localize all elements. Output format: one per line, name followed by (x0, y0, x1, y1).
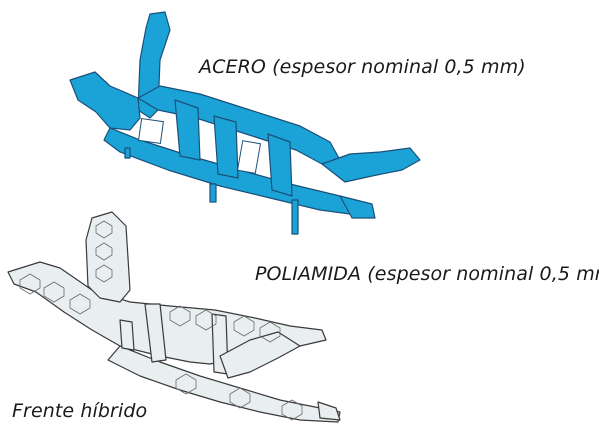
polyamide-label: POLIAMIDA (espesor nominal 0,5 mm) (255, 263, 599, 285)
steel-label: ACERO (espesor nominal 0,5 mm) (199, 56, 526, 78)
caption-hybrid-front: Frente híbrido (12, 400, 147, 422)
